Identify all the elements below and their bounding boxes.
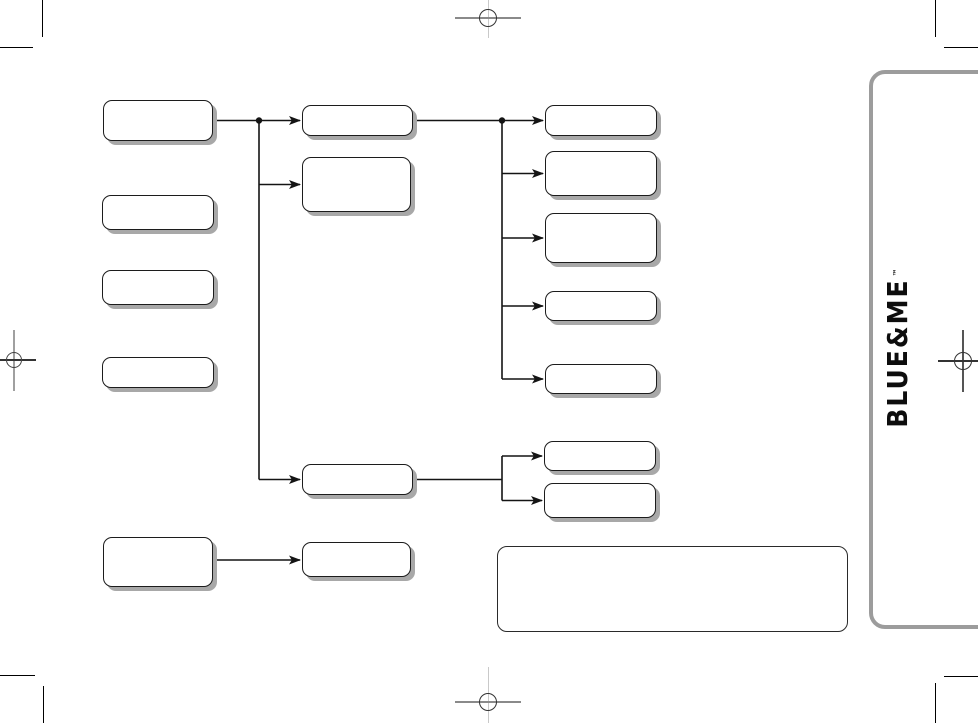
crop-mark-bottom-right-h xyxy=(944,675,978,677)
flow-node-mid-1 xyxy=(302,105,413,136)
flow-node-note-box xyxy=(497,546,848,632)
flow-node-right-6 xyxy=(544,441,656,471)
junction-dot xyxy=(498,117,506,124)
flow-node-right-5 xyxy=(545,364,657,394)
logo-text: BLUE&ME xyxy=(880,278,914,428)
flow-node-right-7 xyxy=(544,483,656,518)
flow-node-right-4 xyxy=(545,291,657,321)
crop-mark-bottom-left-v xyxy=(42,686,44,723)
flow-node-left-2 xyxy=(102,195,214,230)
flow-node-left-5 xyxy=(103,537,213,587)
crop-mark-top-left-v xyxy=(41,0,43,37)
flow-node-root-1 xyxy=(103,100,213,141)
crop-mark-top-left-h xyxy=(0,46,33,48)
logo-trademark-mark: ™ xyxy=(892,268,901,277)
crop-mark-top-right-h xyxy=(944,46,978,48)
flow-node-mid-3 xyxy=(302,464,413,495)
flow-node-left-3 xyxy=(102,270,214,305)
junction-dot xyxy=(255,117,263,124)
flow-node-right-2 xyxy=(545,151,657,196)
page-edge-panel xyxy=(869,70,978,629)
flow-node-right-3 xyxy=(545,213,657,263)
crop-mark-bottom-left-h xyxy=(0,674,35,676)
crop-mark-bottom-right-v xyxy=(934,683,936,723)
flow-node-right-1 xyxy=(545,105,657,136)
crop-mark-top-right-v xyxy=(934,0,936,37)
flow-node-mid-2 xyxy=(302,157,411,212)
flow-node-left-4 xyxy=(102,357,214,388)
flow-node-mid-4 xyxy=(302,542,411,577)
